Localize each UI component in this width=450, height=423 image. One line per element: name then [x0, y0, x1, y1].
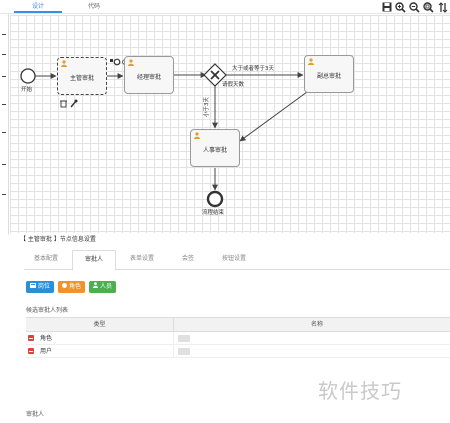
panel-title: 【 主管审批 】节点信息设置: [20, 236, 96, 243]
task-label: 主管审批: [69, 75, 94, 82]
user-icon: [308, 58, 314, 67]
edge-label-greater: 大于或者等于3天: [232, 66, 274, 72]
table-row: 用户: [26, 345, 450, 358]
end-label: 流程结束: [202, 210, 225, 216]
tab-code[interactable]: 代码: [87, 3, 100, 10]
exclusive-gateway[interactable]: [203, 63, 227, 87]
task-label: 经理审批: [136, 74, 161, 81]
trash-icon[interactable]: [60, 100, 67, 108]
user-icon: [128, 59, 134, 68]
delete-row-icon[interactable]: [28, 348, 34, 354]
column-type: 类型: [26, 318, 174, 331]
end-event[interactable]: [206, 190, 224, 208]
delete-row-icon[interactable]: [28, 335, 34, 341]
approver-label: 审批人: [26, 411, 45, 418]
task-label: 副总审批: [316, 73, 341, 80]
row-type: 用户: [36, 345, 174, 357]
task-hr[interactable]: 人事审批: [190, 129, 240, 167]
tab-basic-config[interactable]: 基本配置: [33, 255, 58, 262]
diagram-canvas[interactable]: 主管审批 经理审批 副总审批 人事审批 开始 流程结束 大于或者等于3天 请假天…: [10, 15, 450, 233]
diagram-connectors: [20, 58, 308, 208]
add-person-label: 人员: [100, 283, 113, 290]
row-name-cell: [174, 332, 450, 344]
layout-icon[interactable]: [437, 1, 448, 13]
start-event[interactable]: [20, 68, 36, 84]
table-header: 类型 名称: [26, 318, 450, 332]
palette-handle: [2, 132, 6, 133]
edge-vp-hr[interactable]: [239, 91, 308, 142]
panel-tabs: 基本配置 审批人 表单设置 会签 按钮设置: [24, 250, 450, 271]
task-supervisor[interactable]: 主管审批: [57, 57, 107, 95]
person-icon: [93, 281, 99, 293]
user-icon: [194, 132, 200, 141]
add-person-button[interactable]: 人员: [89, 281, 117, 293]
task-manager[interactable]: 经理审批: [124, 56, 174, 94]
zoom-in-icon[interactable]: [395, 1, 406, 13]
add-post-button[interactable]: 岗位: [26, 281, 55, 293]
wrench-icon[interactable]: [70, 99, 78, 108]
flag-icon: [30, 281, 36, 293]
table-row: 角色: [26, 332, 450, 345]
candidate-list-title: 候选审批人列表: [26, 307, 69, 314]
node-settings-panel: 【 主管审批 】节点信息设置 基本配置 审批人 表单设置 会签 按钮设置 岗位 …: [10, 234, 450, 423]
diagram-toolbar: [381, 0, 448, 14]
task-label: 人事审批: [202, 147, 227, 154]
tab-countersign[interactable]: 会签: [181, 255, 194, 262]
user-icon: [61, 60, 67, 69]
add-post-label: 岗位: [38, 283, 51, 290]
row-type: 角色: [36, 332, 174, 344]
task-vice-president[interactable]: 副总审批: [304, 55, 354, 93]
tab-button-settings[interactable]: 按钮设置: [221, 255, 246, 262]
palette-handle: [2, 164, 6, 165]
top-tab-bar: 设计 代码: [0, 0, 450, 14]
redacted-name: [178, 335, 190, 342]
redacted-name: [178, 348, 190, 355]
palette-handle: [2, 194, 6, 195]
watermark: 软件技巧: [318, 379, 402, 403]
tab-approver[interactable]: 审批人: [72, 250, 116, 271]
palette-handle: [2, 54, 6, 55]
zoom-reset-icon[interactable]: [423, 1, 434, 13]
palette-handle: [2, 34, 6, 35]
edge-label-less: 小于3天: [204, 97, 210, 117]
role-icon: [62, 281, 68, 293]
add-role-label: 角色: [69, 283, 82, 290]
left-palette-strip[interactable]: [0, 14, 9, 234]
palette-handle: [2, 104, 6, 105]
zoom-out-icon[interactable]: [409, 1, 420, 13]
palette-handle: [2, 76, 6, 77]
tab-form-settings[interactable]: 表单设置: [129, 255, 154, 262]
save-icon[interactable]: [381, 2, 392, 13]
column-name: 名称: [310, 321, 323, 328]
start-label: 开始: [21, 87, 33, 93]
candidate-table: 类型 名称 角色 用户: [26, 317, 450, 358]
gateway-label: 请假天数: [222, 82, 245, 88]
add-role-button[interactable]: 角色: [58, 281, 86, 293]
row-name-cell: [174, 345, 450, 357]
tab-design[interactable]: 设计: [14, 1, 62, 13]
candidate-type-buttons: 岗位 角色 人员: [26, 281, 117, 293]
